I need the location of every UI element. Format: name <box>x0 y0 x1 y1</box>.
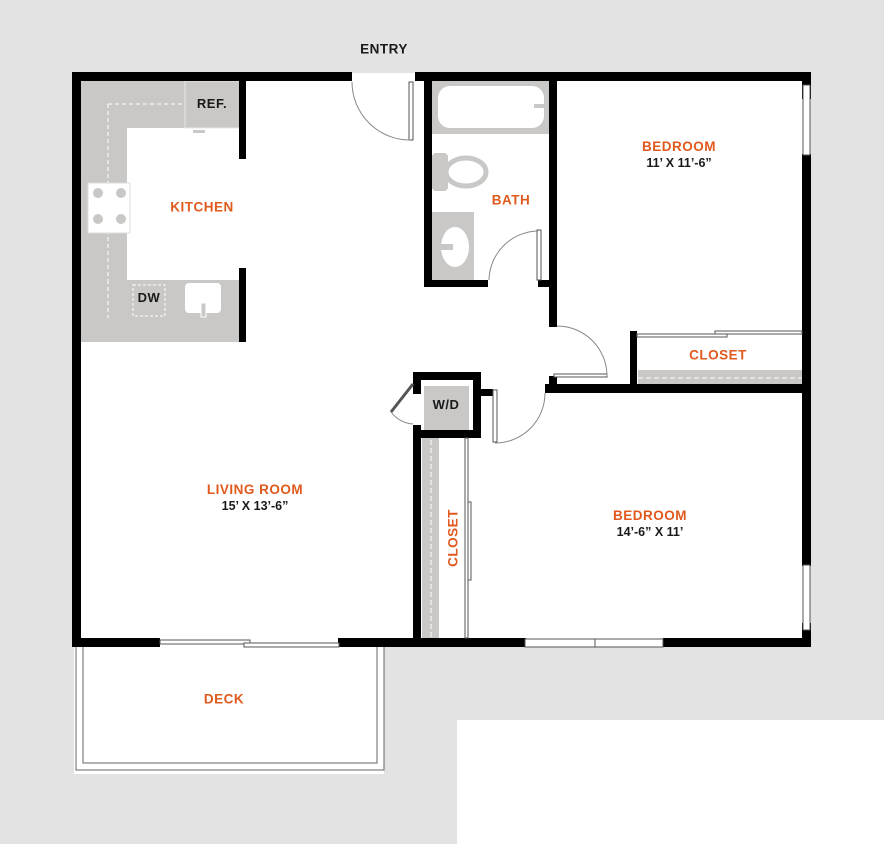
doors-and-windows <box>75 81 811 771</box>
deck-label: DECK <box>203 691 245 707</box>
closet2-label: CLOSET <box>445 509 461 567</box>
bedroom2-label: BEDROOM 14’-6” X 11’ <box>613 508 687 541</box>
bedroom1-dimensions: 11’ X 11’-6” <box>646 155 712 170</box>
closet-shelves <box>422 370 802 640</box>
closet1-label: CLOSET <box>689 347 747 363</box>
interior-floor <box>74 73 809 774</box>
bedroom2-name: BEDROOM <box>613 507 687 523</box>
bath-label: BATH <box>491 192 531 208</box>
washer-dryer-label: W/D <box>432 396 460 412</box>
kitchen-counters <box>81 80 241 342</box>
walls <box>72 72 811 647</box>
living-room-label: LIVING ROOM 15’ X 13’-6” <box>207 482 303 515</box>
bedroom1-label: BEDROOM 11’ X 11’-6” <box>642 139 716 172</box>
bedroom2-dimensions: 14’-6” X 11’ <box>616 524 684 539</box>
kitchen-label: KITCHEN <box>170 199 234 215</box>
living-room-name: LIVING ROOM <box>206 481 304 497</box>
dishwasher-label: DW <box>137 289 161 305</box>
bedroom1-name: BEDROOM <box>642 138 716 154</box>
bath-fixtures <box>432 80 550 280</box>
refrigerator-label: REF. <box>196 95 228 111</box>
living-room-dimensions: 15’ X 13’-6” <box>221 498 289 513</box>
entry-label: ENTRY <box>360 41 408 57</box>
